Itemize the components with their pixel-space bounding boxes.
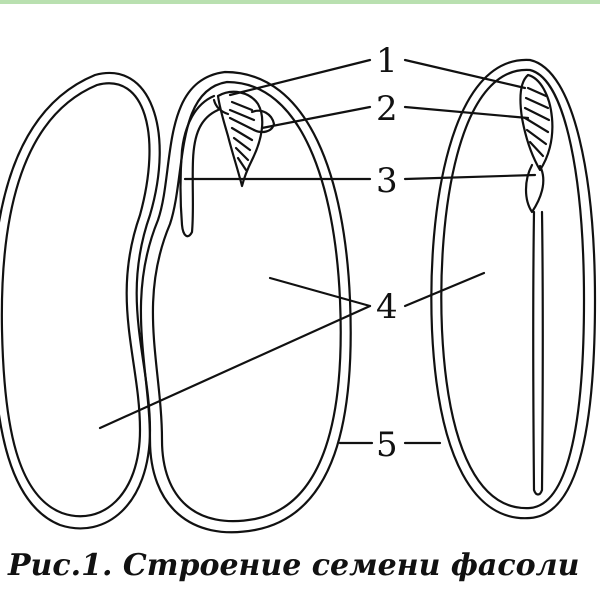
right-seed: [430, 58, 597, 520]
label-4: 4: [376, 287, 398, 327]
label-2: 2: [376, 89, 398, 129]
bean-seed-diagram: 1 2 3 4 5: [0, 41, 597, 534]
label-1: 1: [376, 41, 398, 81]
label-3: 3: [376, 161, 398, 201]
left-cotyledon: [0, 72, 161, 530]
right-embryo: [519, 73, 554, 496]
label-5: 5: [376, 425, 398, 465]
middle-embryo: [179, 90, 276, 238]
top-rule: [0, 0, 600, 4]
figure-caption: Рис.1. Строение семени фасоли: [8, 548, 580, 583]
leader-lines: [98, 58, 537, 445]
middle-cotyledon: [139, 70, 352, 534]
